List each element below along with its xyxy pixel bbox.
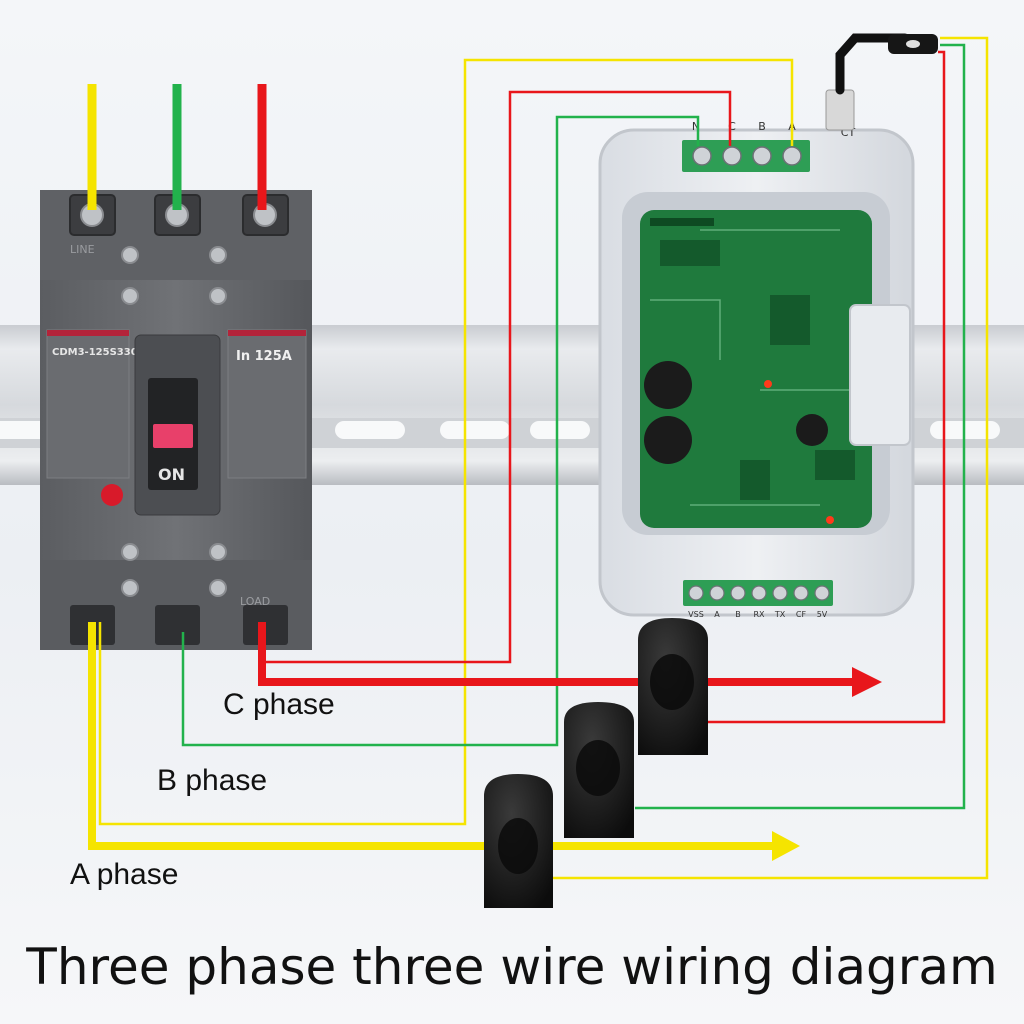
- bottom-terminal-a: A: [714, 610, 720, 619]
- c-phase-label: C phase: [223, 688, 335, 721]
- circuit-breaker: LINE LOAD CDM3-125S3300 In 125A ON: [40, 190, 312, 650]
- meter-module: N C B A CT VSS A B RX TX CF 5V: [598, 33, 938, 619]
- b-phase-label: B phase: [157, 764, 268, 797]
- terminal-n: N: [692, 120, 700, 133]
- breaker-model: CDM3-125S3300: [52, 347, 145, 358]
- bottom-terminal-rx: RX: [753, 610, 765, 619]
- bottom-terminal-b: B: [735, 610, 741, 619]
- bottom-terminal-tx: TX: [774, 610, 786, 619]
- bottom-terminal-vss: VSS: [688, 610, 704, 619]
- line-label: LINE: [70, 243, 95, 256]
- current-transformer-c: [638, 618, 708, 755]
- breaker-rating: In 125A: [236, 349, 292, 364]
- on-label: ON: [158, 465, 185, 484]
- load-label: LOAD: [240, 595, 270, 608]
- terminal-c: C: [728, 120, 736, 133]
- terminal-b: B: [758, 120, 766, 133]
- a-phase-label: A phase: [70, 858, 179, 891]
- bottom-terminal-cf: CF: [796, 610, 807, 619]
- bottom-terminal-5v: 5V: [817, 610, 828, 619]
- diagram-title: Three phase three wire wiring diagram: [26, 938, 998, 996]
- current-transformer-a: [484, 774, 553, 908]
- current-transformer-b: [564, 702, 634, 838]
